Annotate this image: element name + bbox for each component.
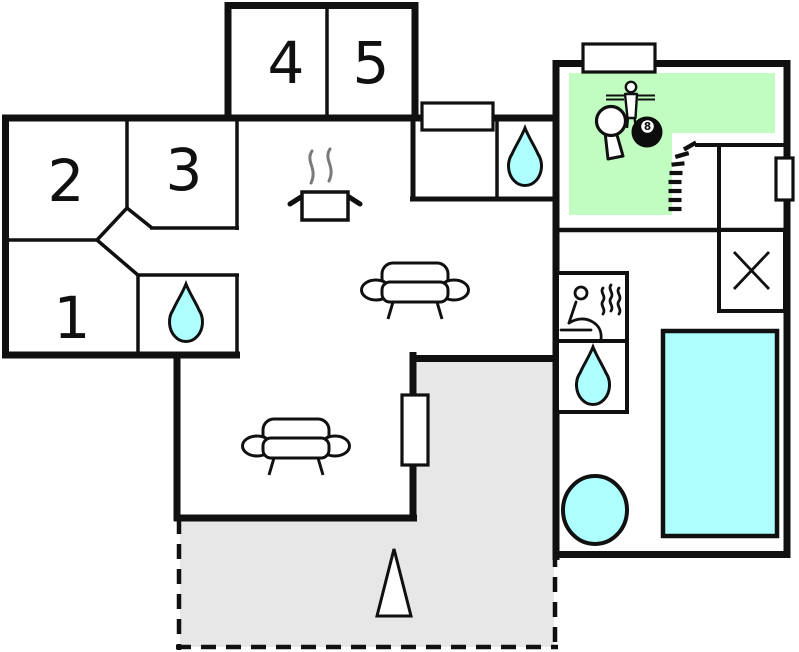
room-3-label: 3 <box>166 136 203 204</box>
room-4-label: 4 <box>268 29 305 97</box>
sofa-icon-lower <box>241 417 351 477</box>
shower-drop-icon-annex <box>575 342 611 406</box>
wall-diagonal-room2 <box>95 206 129 242</box>
room-5-label: 5 <box>353 29 390 97</box>
storage-cross-room <box>717 228 787 313</box>
shower-drop-icon-left <box>168 279 204 343</box>
sauna-room <box>555 271 629 343</box>
tree-icon <box>375 548 413 618</box>
table-tennis-paddle-icon <box>594 104 628 161</box>
stairs-icon <box>668 140 698 212</box>
terrace-surface <box>180 360 554 647</box>
room-1-label: 1 <box>54 284 91 352</box>
terrace-door <box>400 393 430 467</box>
annex-side-window <box>774 156 795 202</box>
water-drops <box>168 123 611 406</box>
billiards-8-ball-icon: 8 <box>631 116 663 148</box>
foosball-player-icon <box>606 80 655 129</box>
ball-number: 8 <box>644 121 651 133</box>
entry-window <box>420 101 495 132</box>
room-2-label: 2 <box>48 147 85 215</box>
kitchen-hotplate-icon <box>287 147 363 222</box>
terrace-area <box>176 360 558 650</box>
hot-tub-icon <box>561 474 629 546</box>
swimming-pool <box>660 328 780 539</box>
room-labels: 1 2 3 4 5 <box>48 29 390 352</box>
cross-icon <box>732 251 771 290</box>
openings <box>400 42 795 467</box>
wall-diagonal-room3 <box>125 206 154 230</box>
annex-top-window <box>581 42 657 74</box>
shower-drop-icon-entry <box>507 123 543 187</box>
sofa-icon-upper <box>360 261 470 321</box>
sauna-icon <box>559 283 622 342</box>
wall-diagonal-room1 <box>95 238 141 278</box>
